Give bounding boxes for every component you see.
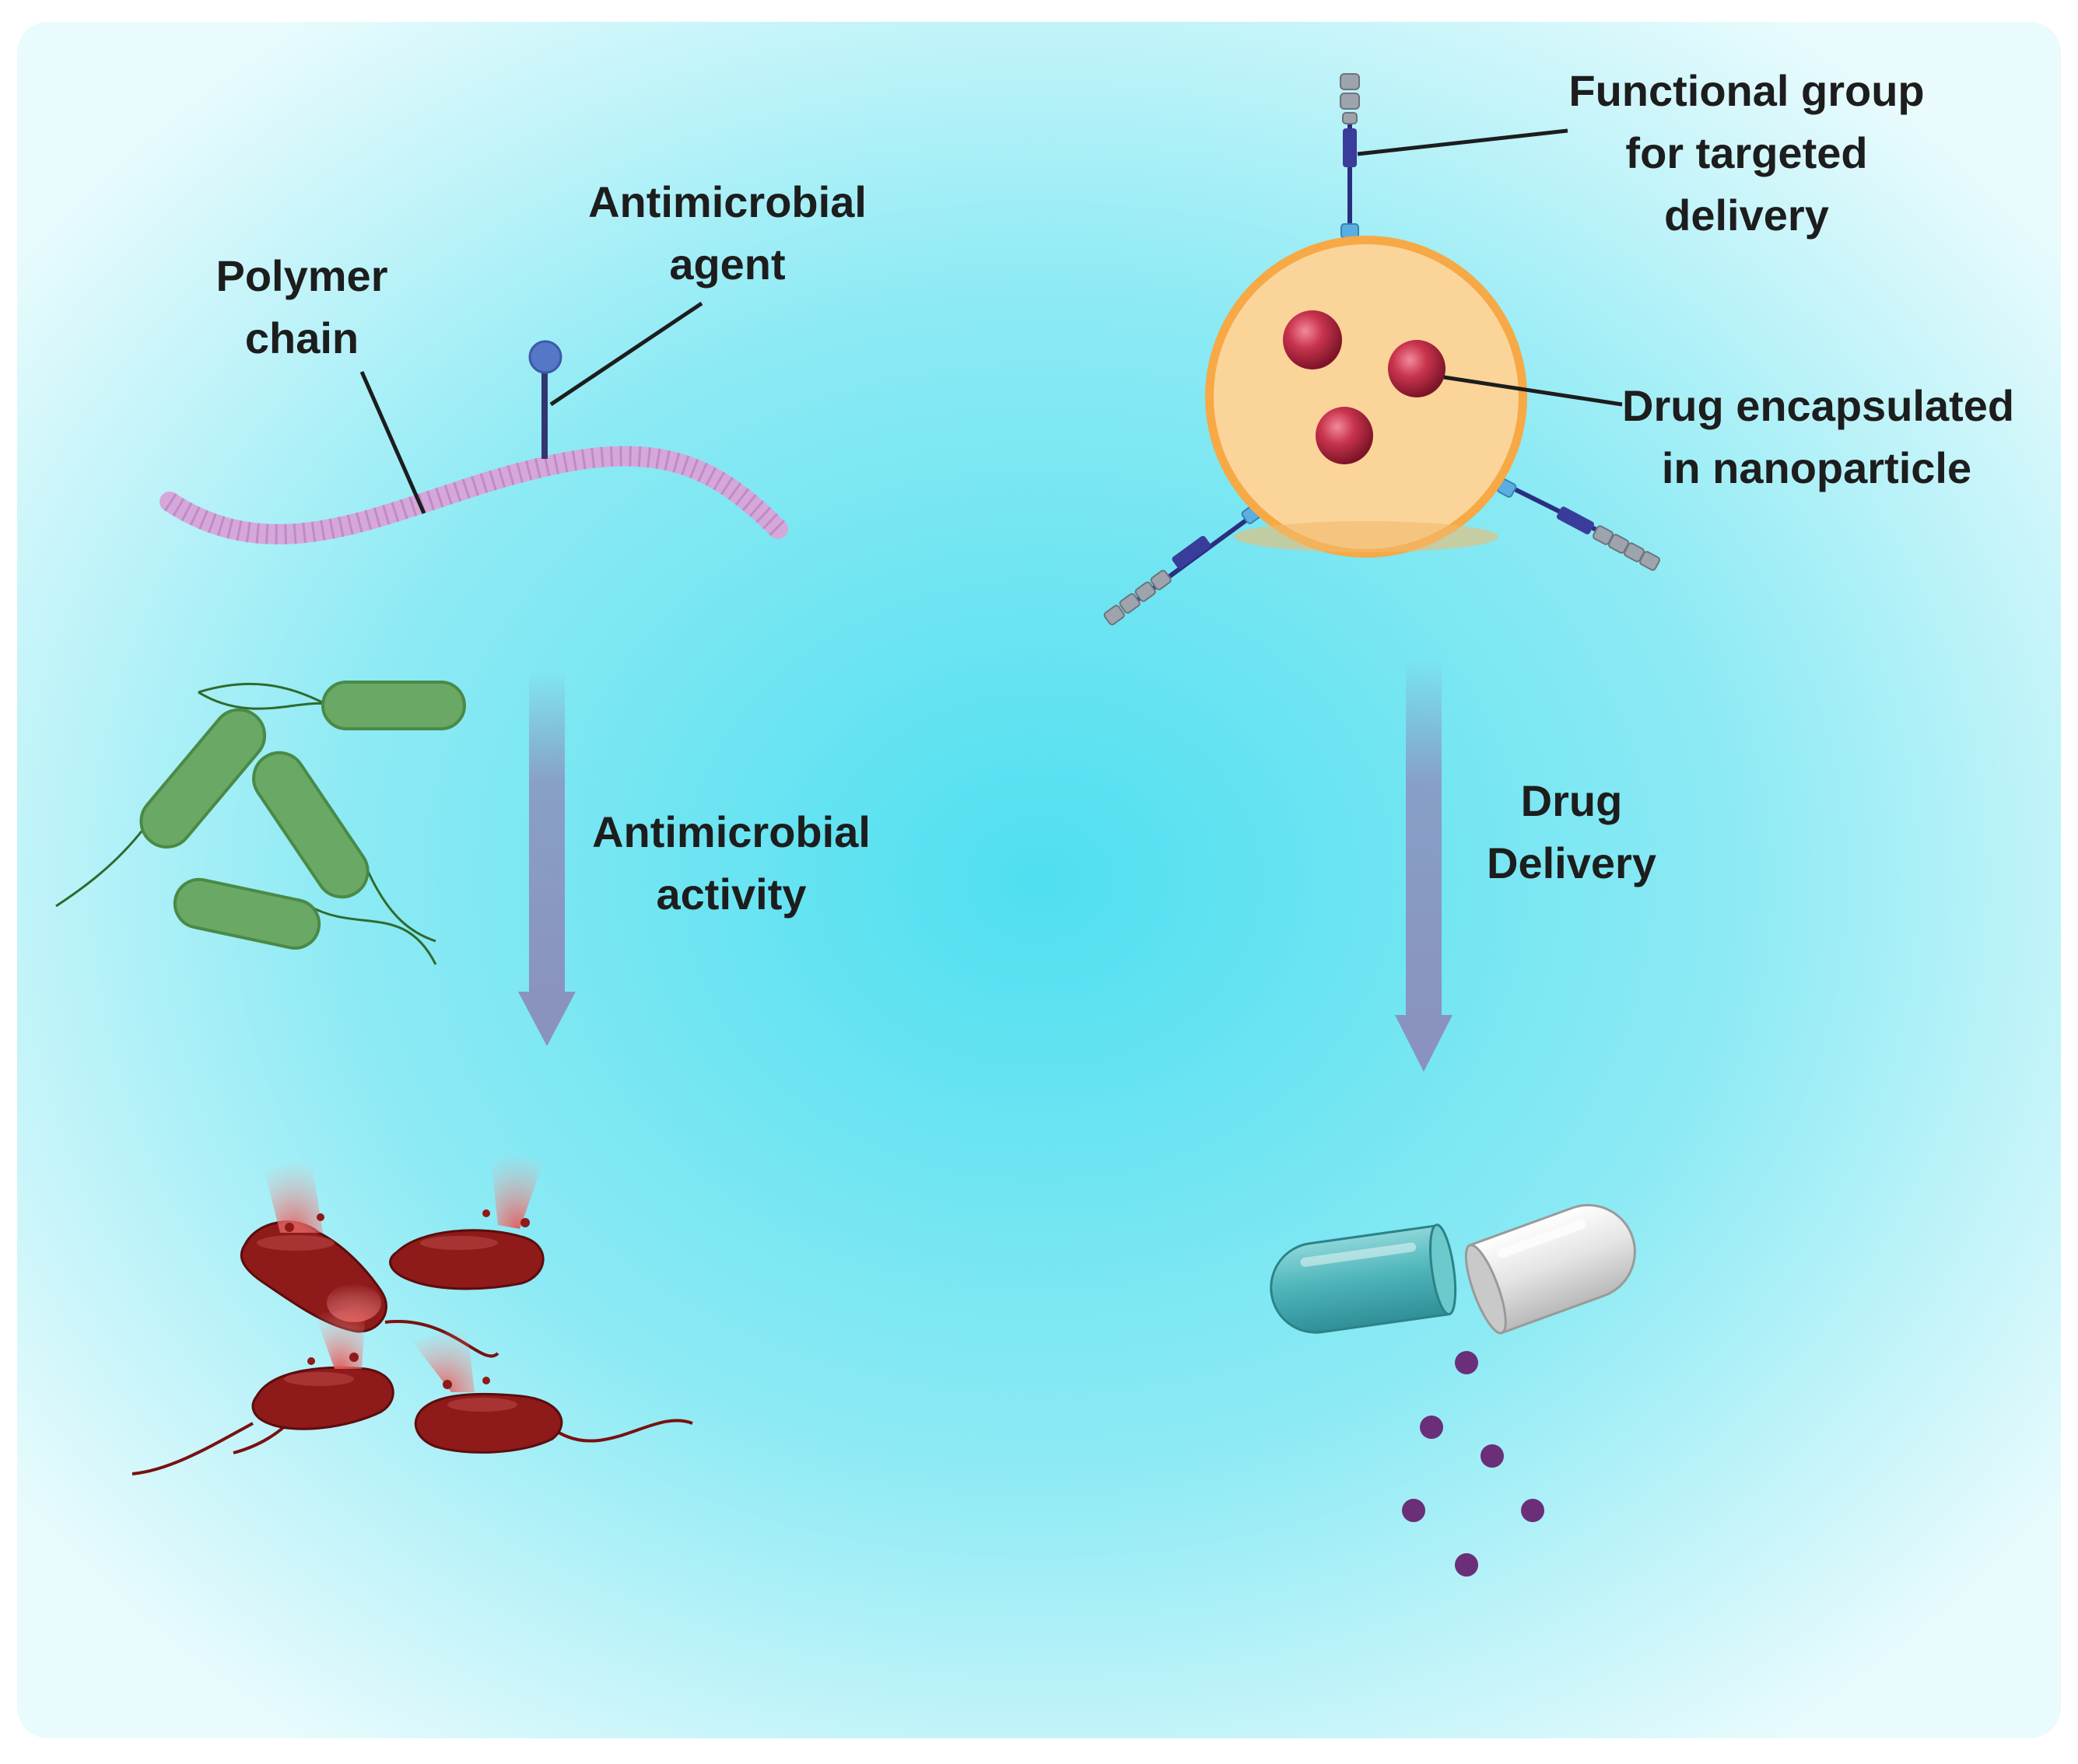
arrow-antimicrobial-activity — [518, 669, 576, 1046]
antimicrobial-agent-icon — [528, 340, 562, 459]
label-antimicrobial-activity: Antimicrobial activity — [592, 807, 871, 919]
label-antimicrobial-agent: Antimicrobial agent — [588, 177, 867, 289]
targeting-ligand-right — [1496, 478, 1661, 571]
label-polymer-chain: Polymer chain — [216, 251, 388, 362]
leader-line-antimicrobial-agent — [549, 301, 703, 407]
label-drug-delivery: Drug Delivery — [1487, 776, 1656, 887]
leader-line-polymer-chain — [359, 370, 426, 515]
open-capsule-icon — [1270, 1204, 1636, 1335]
lysed-bacteria-icon — [131, 1151, 693, 1475]
polymer-chain-icon — [159, 446, 788, 544]
leader-line-functional-group — [1357, 128, 1568, 156]
drug-molecules — [1283, 310, 1445, 464]
drug-powder-particles — [1402, 1351, 1544, 1577]
arrow-drug-delivery — [1395, 657, 1452, 1072]
nanoparticle-icon — [1205, 236, 1527, 558]
label-drug-encapsulated: Drug encapsulated in nanoparticle — [1622, 381, 2015, 492]
targeting-ligand-top — [1340, 73, 1360, 239]
targeting-ligand-left — [1103, 504, 1262, 625]
label-functional-group: Functional group for targeted delivery — [1568, 66, 1925, 240]
live-bacteria-icon — [55, 681, 466, 965]
leader-line-drug-encapsulated — [1443, 375, 1623, 407]
